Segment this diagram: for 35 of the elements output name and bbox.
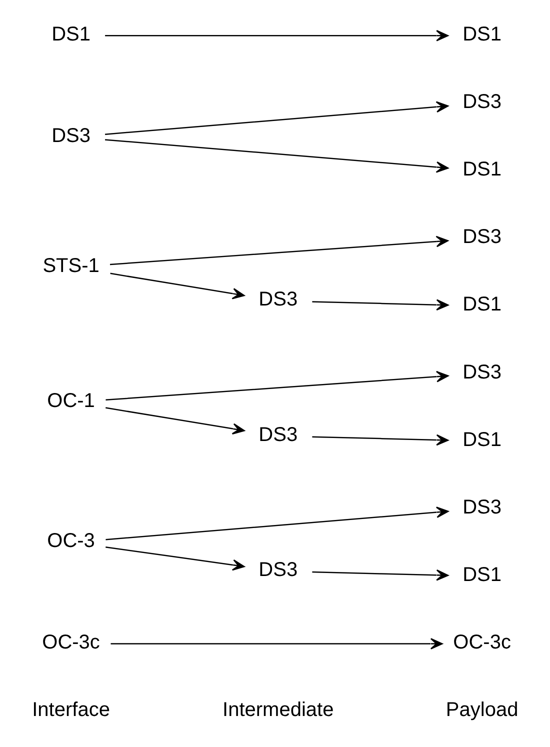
arrow xyxy=(312,434,449,446)
node-text: DS3 xyxy=(52,124,91,147)
arrow xyxy=(312,299,449,311)
node-text: STS-1 xyxy=(42,254,100,277)
arrow xyxy=(110,272,245,300)
node-text: DS1 xyxy=(462,294,502,316)
node-text: OC-3c xyxy=(42,632,100,654)
node-text: DS1 xyxy=(462,564,502,586)
label: Payload xyxy=(446,699,518,722)
arrow xyxy=(105,30,449,42)
node-text: DS1 xyxy=(462,23,502,46)
node-text: OC-1 xyxy=(47,390,95,412)
arrow xyxy=(110,638,443,650)
node-text: DS3 xyxy=(258,558,298,581)
node-text: DS3 xyxy=(462,496,502,518)
arrow xyxy=(312,569,449,581)
node-text: DS1 xyxy=(462,158,502,181)
arrow xyxy=(106,546,245,571)
node-text: DS3 xyxy=(462,90,502,113)
arrow xyxy=(106,407,245,434)
node-text: DS3 xyxy=(258,424,298,446)
node-text: OC-3c xyxy=(453,632,511,654)
arrow xyxy=(105,101,449,135)
node-text: OC-3 xyxy=(47,530,95,552)
arrow xyxy=(105,139,449,173)
label: Interface xyxy=(32,699,110,722)
arrow xyxy=(106,506,449,540)
node-text: DS3 xyxy=(462,226,502,248)
node-text: DS1 xyxy=(52,23,91,46)
label: Intermediate xyxy=(222,699,334,722)
node-text: DS1 xyxy=(462,428,502,451)
node-text: DS3 xyxy=(462,361,502,384)
node-text: DS3 xyxy=(258,288,298,311)
arrow xyxy=(110,236,448,266)
arrow xyxy=(106,370,449,401)
